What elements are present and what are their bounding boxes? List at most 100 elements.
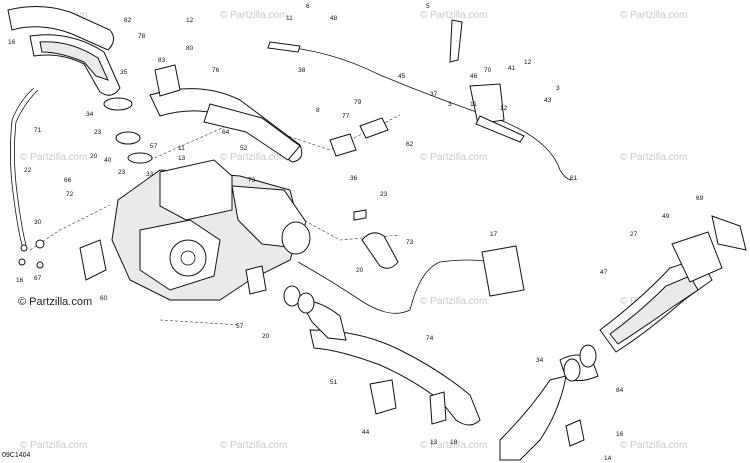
callout-number: 20 [262,333,270,340]
engine-pulley [169,239,207,277]
watermark: © Partzilla.com [20,440,88,451]
callout-number: 22 [24,167,32,174]
engine-pulley-hub [180,250,196,266]
electrical-module [481,245,525,297]
callout-number: 17 [490,231,498,238]
callout-number: 12 [500,105,508,112]
callout-number: 34 [536,357,544,364]
callout-number: 30 [34,219,42,226]
air-intake-duct-upper [7,6,114,51]
callout-number: 72 [66,191,74,198]
watermark: © Partzilla.com [620,152,688,163]
callout-number: 3 [448,101,452,108]
coolant-hose-elbow [361,232,399,269]
callout-number: 73 [406,239,414,246]
cable-end [267,41,301,53]
callout-number: 5 [426,3,430,10]
callout-number: 62 [406,141,414,148]
callout-number: 11 [286,15,293,22]
callout-number: 66 [64,177,72,184]
callout-number: 44 [362,429,370,436]
callout-number: 20 [90,153,98,160]
callout-number: 71 [34,127,42,134]
callout-number: 69 [696,195,704,202]
callout-number: 40 [104,157,112,164]
watermark: © Partzilla.com [420,10,488,21]
callout-number: 23 [380,191,388,198]
callout-number: 35 [120,69,128,76]
bracket [359,117,389,139]
callout-number: 11 [178,145,185,152]
fitting [20,244,28,252]
partzilla-logo-watermark: © Partzilla.com [18,296,93,308]
engine-mount [79,239,107,281]
callout-number: 61 [570,175,578,182]
callout-number: 23 [94,129,102,136]
callout-number: 6 [306,3,310,10]
callout-number: 12 [524,59,532,66]
callout-number: 49 [662,213,670,220]
watermark: © Partzilla.com [620,440,688,451]
callout-number: 3 [556,85,560,92]
cylinder-head [159,159,233,221]
breather-hose [10,87,35,246]
alignment-line [159,319,241,326]
watermark: © Partzilla.com [20,152,88,163]
sensor [35,239,45,249]
throttle-cable [275,45,573,181]
throttle-lever [449,19,463,63]
muffler-pipe [499,375,567,461]
clamp [115,131,141,145]
callout-number: 64 [222,129,230,136]
clamp-small [353,209,367,221]
callout-number: 36 [350,175,358,182]
watermark: © Partzilla.com [420,152,488,163]
watermark: © Partzilla.com [220,440,288,451]
callout-number: 37 [430,91,438,98]
cable-bracket [469,83,505,125]
exhaust-bracket [369,379,397,415]
watermark: © Partzilla.com [220,152,288,163]
watermark: © Partzilla.com [420,296,488,307]
callout-number: 13 [430,439,438,446]
clamp [103,97,133,111]
callout-number: 67 [34,275,42,282]
callout-number: 57 [236,323,244,330]
callout-number: 83 [158,57,166,64]
callout-number: 43 [544,97,552,104]
tail-pipe-inner [609,275,699,345]
breather-hose [14,89,39,246]
callout-number: 8 [316,107,320,114]
exhaust-hanger [565,419,585,447]
callout-labels: 8216353423204022713067166012807883766452… [8,3,704,462]
watermark: © Partzilla.com [420,440,488,451]
mounting-plate [329,133,357,157]
callout-number: 14 [604,455,612,462]
air-intake-tube [149,88,303,163]
diagram-code: 09C1404 [2,452,31,459]
clamp [127,152,153,164]
callout-number: 77 [342,113,350,120]
callout-number: 47 [600,269,608,276]
gasket [297,292,315,314]
oil-filter-bracket [245,265,267,295]
callout-number: 70 [484,67,492,74]
exhaust-bracket [429,391,447,425]
callout-number: 16 [16,277,24,284]
callout-number: 80 [186,45,194,52]
watermark: © Partzilla.com [620,10,688,21]
callout-number: 33 [146,171,154,178]
callout-number: 13 [178,155,186,162]
air-intake-duct-inner [39,41,109,81]
callout-number: 78 [138,33,146,40]
callout-number: 41 [508,65,516,72]
sealing-ring [579,344,597,368]
air-intake-tube-body [203,103,301,161]
callout-number: 57 [150,143,158,150]
callout-number: 23 [118,169,126,176]
callout-number: 52 [240,145,248,152]
callout-number: 34 [86,111,94,118]
callout-number: 48 [330,15,338,22]
